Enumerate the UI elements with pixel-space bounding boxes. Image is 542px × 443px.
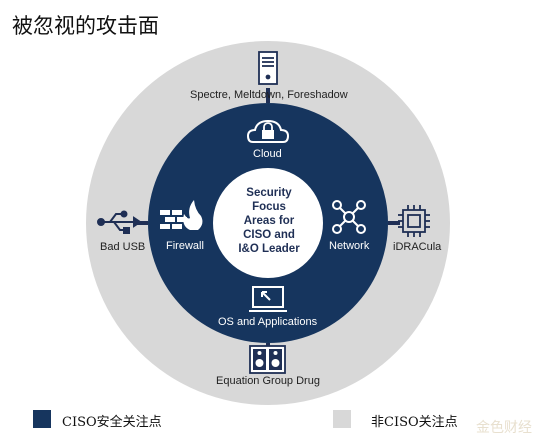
- label-spectre: Spectre, Meltdown, Foreshadow: [190, 89, 348, 101]
- legend-label-ciso: CISO安全关注点: [62, 415, 162, 430]
- label-bad-usb: Bad USB: [100, 241, 146, 253]
- page-title: 被忽视的攻击面: [12, 14, 159, 38]
- server-icon: [258, 51, 278, 85]
- label-os-apps: OS and Applications: [218, 316, 318, 328]
- center-line: I&O Leader: [238, 243, 300, 255]
- watermark: 金色财经: [476, 420, 532, 436]
- speaker-icon: [249, 345, 286, 374]
- center-line: CISO and: [243, 229, 295, 241]
- center-label: Security Focus Areas for CISO and I&O Le…: [219, 186, 319, 256]
- center-line: Security: [246, 187, 292, 199]
- legend-swatch-non-ciso: [333, 410, 351, 428]
- center-circle: [213, 168, 323, 278]
- network-icon: [332, 200, 366, 234]
- firewall-icon: [160, 200, 203, 230]
- label-network: Network: [329, 240, 370, 252]
- label-equation-group: Equation Group Drug: [216, 375, 320, 387]
- monitor-icon: [249, 286, 287, 312]
- center-line: Focus: [252, 201, 286, 213]
- cloud-icon: [246, 119, 290, 143]
- legend-label-non-ciso: 非CISO关注点: [371, 415, 458, 430]
- label-cloud: Cloud: [253, 148, 282, 160]
- label-firewall: Firewall: [166, 240, 204, 252]
- center-line: Areas for: [243, 215, 295, 227]
- legend-swatch-ciso: [33, 410, 51, 428]
- chip-icon: [398, 205, 430, 237]
- label-idracula: iDRACula: [393, 241, 442, 253]
- usb-icon: [97, 210, 142, 234]
